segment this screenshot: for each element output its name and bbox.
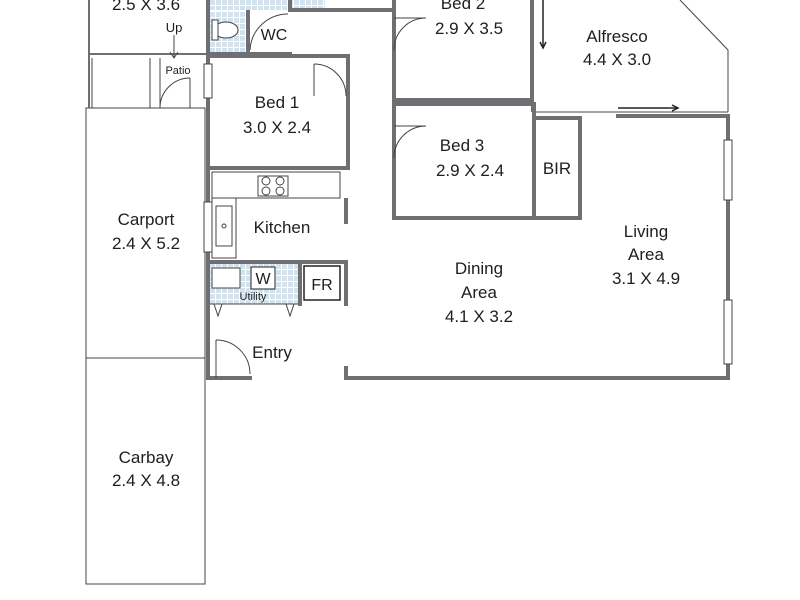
wc-label: WC xyxy=(261,27,288,44)
bed1-dims: 3.0 X 2.4 xyxy=(243,118,311,137)
bed2-name: Bed 2 xyxy=(441,0,485,13)
carport-outline xyxy=(85,107,206,585)
bed3-dims: 2.9 X 2.4 xyxy=(436,161,504,180)
patio-label: Patio xyxy=(165,65,190,77)
bed2-dims: 2.9 X 3.5 xyxy=(435,19,503,38)
alfresco-dims: 4.4 X 3.0 xyxy=(583,50,651,69)
kitchen-name: Kitchen xyxy=(254,218,311,237)
entry-door xyxy=(215,339,251,378)
bed1-name: Bed 1 xyxy=(255,93,299,112)
top-left-room-dims: 2.5 X 3.6 xyxy=(112,0,180,14)
carbay-name: Carbay xyxy=(119,448,174,467)
kitchen-walls xyxy=(203,166,348,380)
entry-label: Entry xyxy=(252,343,292,362)
utility-area xyxy=(210,260,348,318)
carport-name: Carport xyxy=(118,210,175,229)
stairs-label: Up xyxy=(166,20,183,35)
living-dining-walls xyxy=(206,114,733,380)
washer-label: W xyxy=(255,271,271,288)
bed2-walls xyxy=(330,0,547,102)
bed3-walls xyxy=(392,102,582,220)
alfresco-walls xyxy=(531,0,729,113)
fridge-label: FR xyxy=(311,277,332,294)
alfresco-name: Alfresco xyxy=(586,27,647,46)
bed3-name: Bed 3 xyxy=(440,136,484,155)
dining-dims: 4.1 X 3.2 xyxy=(445,307,513,326)
top-left-room-walls xyxy=(88,0,208,109)
bed1-walls xyxy=(203,54,350,170)
bir-label: BIR xyxy=(543,159,571,178)
carport-dims: 2.4 X 5.2 xyxy=(112,234,180,253)
dining-name-line2: Area xyxy=(461,283,497,302)
living-name-line1: Living xyxy=(624,222,668,241)
living-name-line2: Area xyxy=(628,245,664,264)
dining-name-line1: Dining xyxy=(455,259,503,278)
utility-label: Utility xyxy=(240,291,267,303)
living-dims: 3.1 X 4.9 xyxy=(612,269,680,288)
carbay-dims: 2.4 X 4.8 xyxy=(112,471,180,490)
